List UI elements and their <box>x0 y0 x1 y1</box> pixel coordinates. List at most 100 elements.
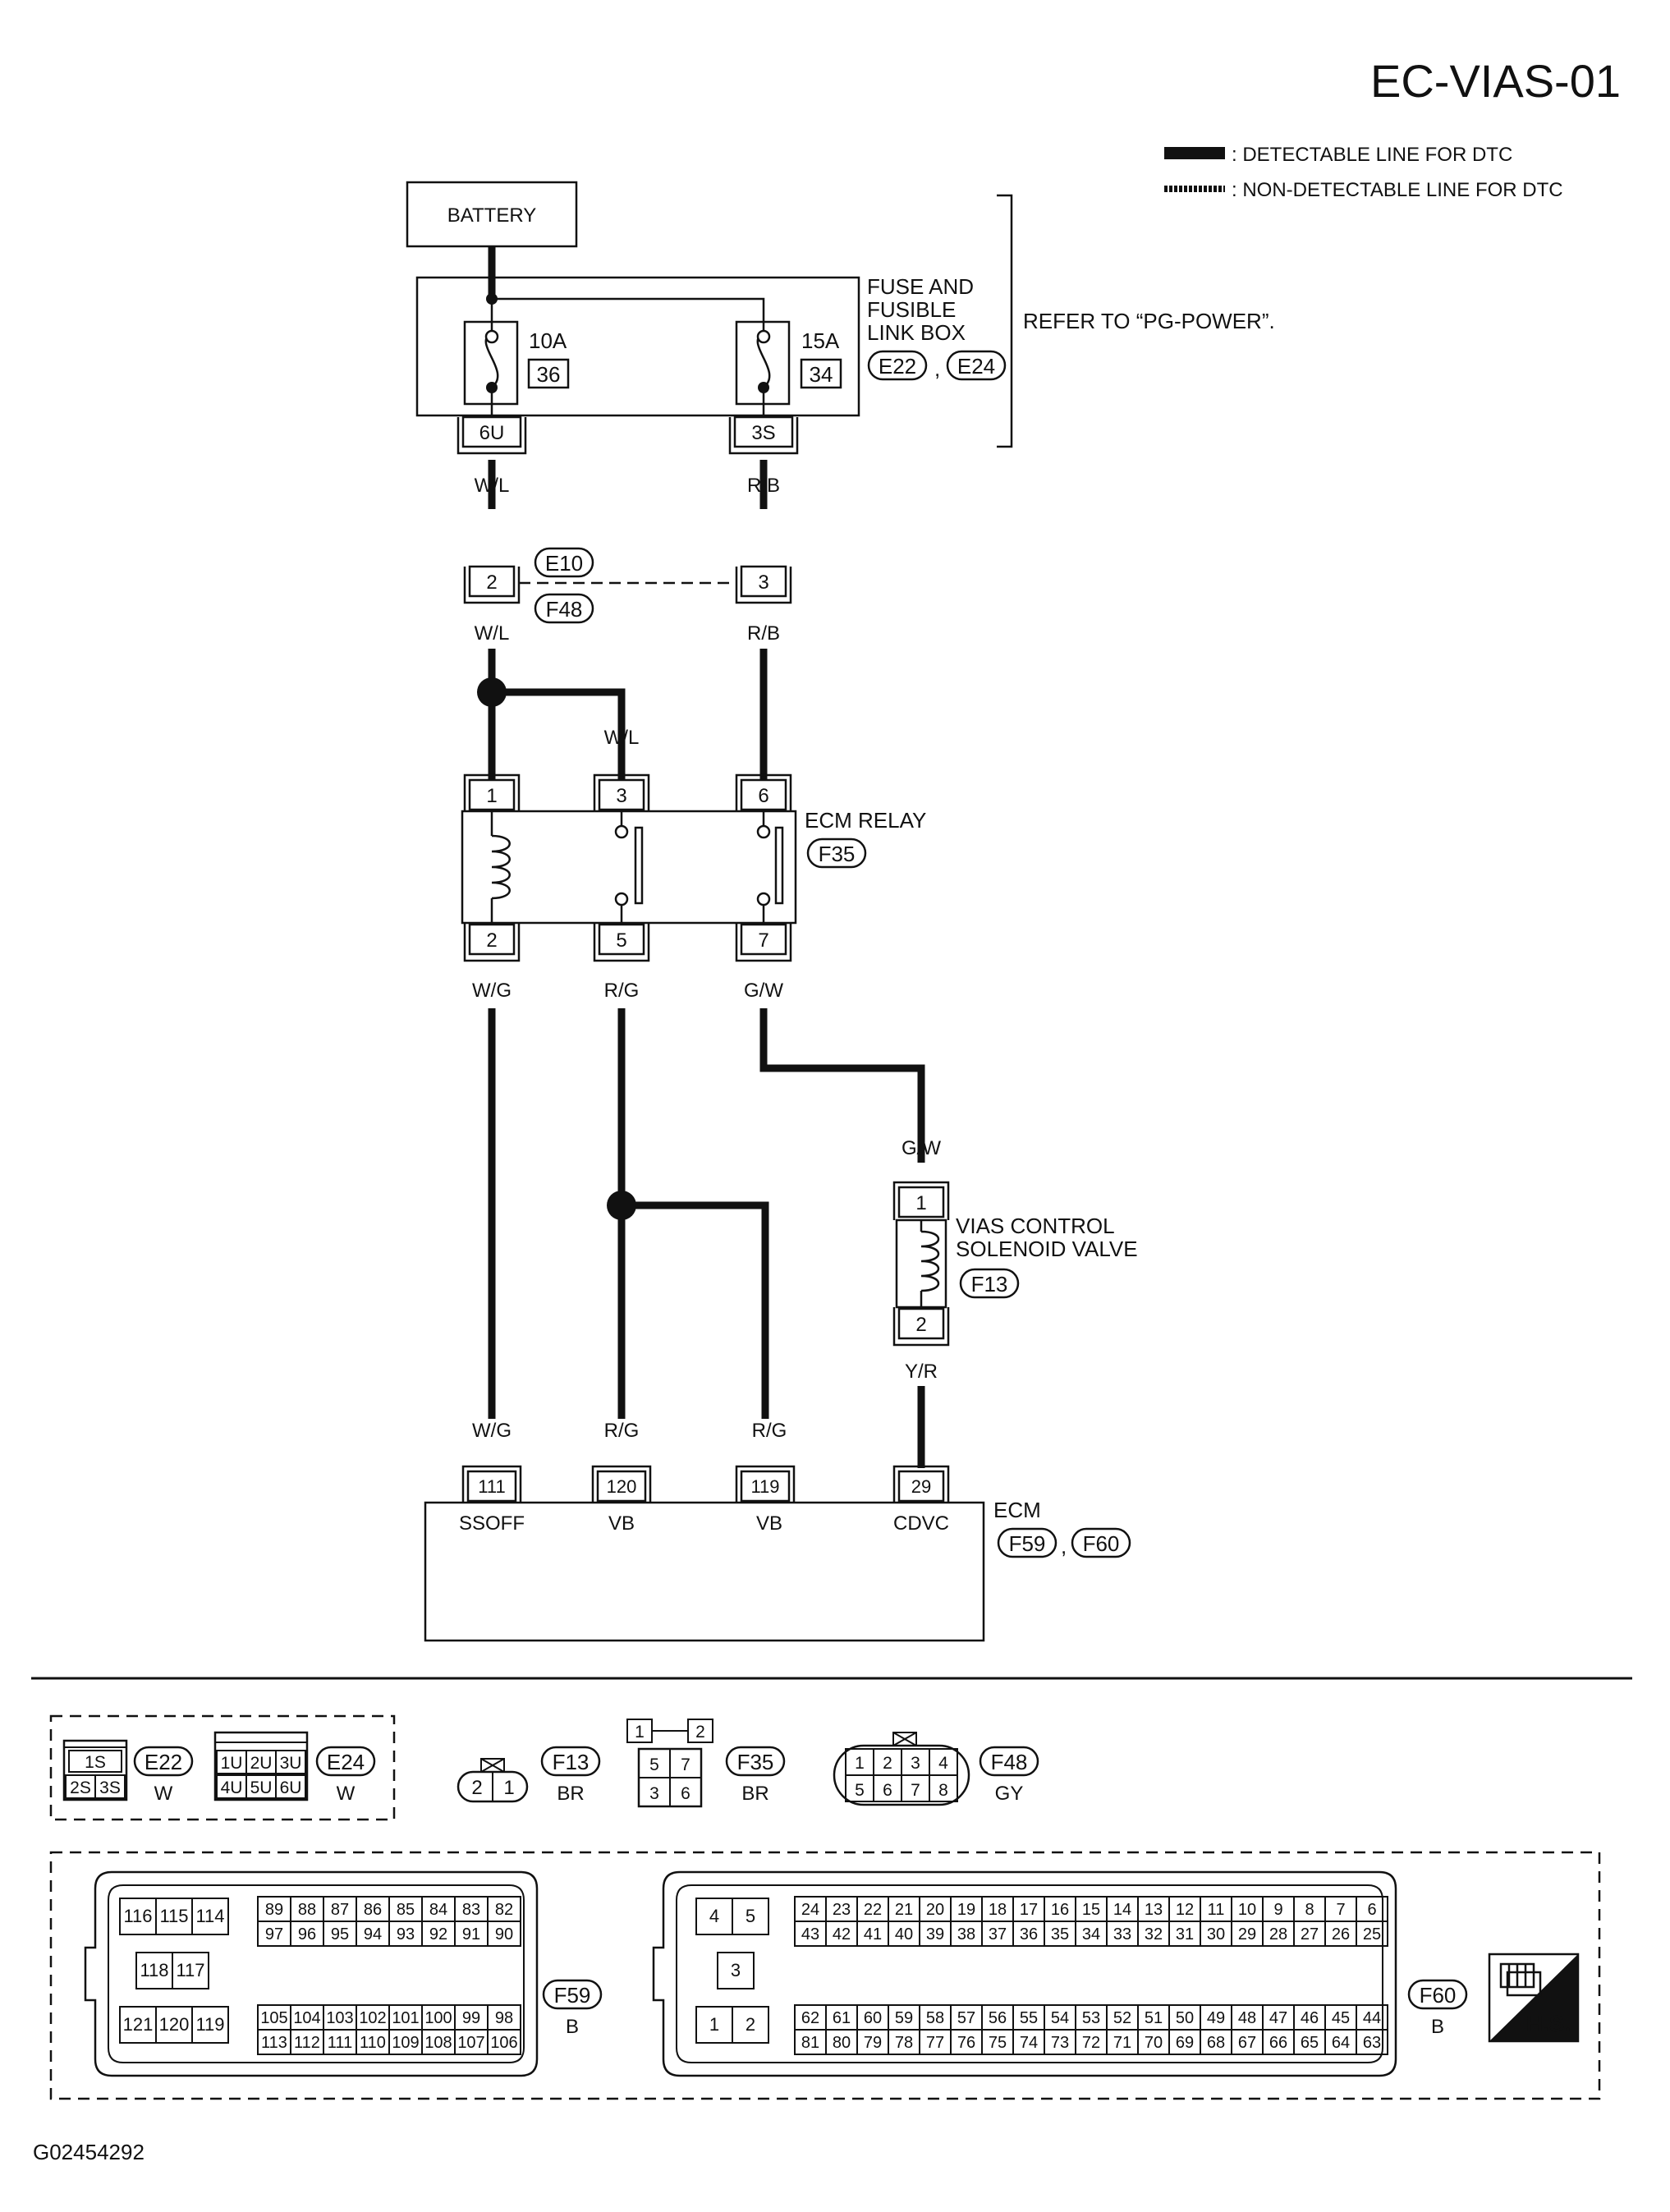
connector-view-f35: 1 2 5 7 3 6 F35 BR <box>626 1719 786 1808</box>
f60-pin-21: 21 <box>895 1901 913 1919</box>
terminal-6u: 6U <box>479 422 505 444</box>
f60-pin-40: 40 <box>895 1925 913 1944</box>
f60-pin-43: 43 <box>801 1925 819 1944</box>
f59-pin-113: 113 <box>261 2034 287 2052</box>
ecm-connector-f60: F60 <box>1083 1531 1120 1556</box>
joint-connector-f48: F48 <box>546 597 583 622</box>
f59-pin-102: 102 <box>359 2009 386 2027</box>
f59-pin-88: 88 <box>298 1901 316 1919</box>
fuse-34-number: 34 <box>810 362 833 387</box>
f60-pin-1: 1 <box>709 2014 719 2035</box>
f59-pin-120: 120 <box>159 2014 190 2035</box>
f59-pin-107: 107 <box>457 2034 484 2052</box>
f60-pin-73: 73 <box>1051 2034 1069 2052</box>
f59-id: F59 <box>554 1983 591 2008</box>
f59-pin-114: 114 <box>195 1906 224 1926</box>
f60-pin-81: 81 <box>801 2034 819 2052</box>
ecm-relay-label: ECM RELAY <box>805 808 926 833</box>
ecm-relay: 1 3 6 2 5 7 ECM RELAY F35 <box>461 773 926 962</box>
fuse-box-connectors-frame <box>49 1714 396 1821</box>
f60-pin-74: 74 <box>1020 2034 1038 2052</box>
f60-pin-6: 6 <box>1367 1901 1376 1919</box>
f59-pin-82: 82 <box>495 1901 513 1919</box>
f35-id: F35 <box>737 1750 774 1774</box>
f60-pin-10: 10 <box>1238 1901 1256 1919</box>
f35-pin-1: 1 <box>635 1723 645 1742</box>
f60-pin-14: 14 <box>1113 1901 1131 1919</box>
f60-pin-56: 56 <box>989 2009 1007 2027</box>
e24-pin-4u: 4U <box>221 1778 243 1797</box>
fuse-36-number: 36 <box>537 362 561 387</box>
relay-pin-6: 6 <box>758 785 768 807</box>
e24-color: W <box>337 1783 356 1805</box>
f60-pin-22: 22 <box>864 1901 882 1919</box>
f60-pin-7: 7 <box>1336 1901 1345 1919</box>
f60-pin-26: 26 <box>1332 1925 1350 1944</box>
f59-pin-96: 96 <box>298 1925 316 1944</box>
fuse-36-amp: 10A <box>529 328 567 353</box>
f60-pin-51: 51 <box>1145 2009 1163 2027</box>
connector-view-f13: 2 1 F13 BR <box>456 1746 601 1805</box>
fuse-box-label-line3: LINK BOX <box>867 320 966 345</box>
f60-pin-71: 71 <box>1113 2034 1131 2052</box>
joint-connector-e10: E10 <box>545 551 583 576</box>
f59-pin-89: 89 <box>265 1901 283 1919</box>
f60-pin-5-cell <box>732 1898 769 1935</box>
f59-pin-118: 118 <box>140 1960 168 1980</box>
connector-view-e22: 1S 2S 3S E22 W <box>62 1739 194 1805</box>
wire-label-rb-2: R/B <box>747 622 780 645</box>
ecm-pin-111: 111 <box>478 1476 505 1497</box>
f59-pin-92: 92 <box>429 1925 447 1944</box>
f60-pin-44: 44 <box>1363 2009 1381 2027</box>
f60-pin-27: 27 <box>1301 1925 1319 1944</box>
e22-id: E22 <box>145 1750 182 1774</box>
page-title: EC-VIAS-01 <box>1370 55 1621 107</box>
f60-pin-53: 53 <box>1082 2009 1100 2027</box>
f59-pin-97: 97 <box>265 1925 283 1944</box>
f60-pin-5: 5 <box>746 1906 755 1926</box>
f59-pin-93: 93 <box>397 1925 415 1944</box>
f60-pin-31: 31 <box>1176 1925 1194 1944</box>
f60-pin-19: 19 <box>957 1901 975 1919</box>
f60-pin-36: 36 <box>1020 1925 1038 1944</box>
f60-pin-58: 58 <box>926 2009 944 2027</box>
f13-color: BR <box>557 1783 584 1805</box>
valve-label-line2: SOLENOID VALVE <box>956 1237 1138 1261</box>
f59-pin-94: 94 <box>364 1925 382 1944</box>
f48-pin-4: 4 <box>938 1754 948 1773</box>
f60-pin-62: 62 <box>801 2009 819 2027</box>
ecm-term-ssoff: SSOFF <box>459 1512 525 1535</box>
f59-pin-87: 87 <box>331 1901 349 1919</box>
f60-pin-75: 75 <box>989 2034 1007 2052</box>
f60-pin-34: 34 <box>1082 1925 1100 1944</box>
ecm-relay-connector: F35 <box>819 842 856 866</box>
battery: BATTERY <box>406 181 578 248</box>
f35-pin-3: 3 <box>649 1784 659 1803</box>
ecm-connector-f59: F59 <box>1009 1531 1046 1556</box>
f60-pin-63: 63 <box>1363 2034 1381 2052</box>
f60-pin-68: 68 <box>1207 2034 1225 2052</box>
wire-label-rg-1: R/G <box>604 980 640 1002</box>
f60-pin-52: 52 <box>1113 2009 1131 2027</box>
f59-pin-104: 104 <box>293 2009 320 2027</box>
f60-pin-11: 11 <box>1208 1901 1225 1919</box>
f59-pin-90-cell <box>487 1921 521 1947</box>
f60-pin-32: 32 <box>1145 1925 1163 1944</box>
f48-pin-2: 2 <box>883 1754 892 1773</box>
f60-color: B <box>1431 2016 1444 2038</box>
harness-connector-icon <box>1499 1962 1542 1997</box>
f60-pin-70: 70 <box>1145 2034 1163 2052</box>
f59-pin-103: 103 <box>326 2009 353 2027</box>
f60-pin-45: 45 <box>1332 2009 1350 2027</box>
e24-pin-6u: 6U <box>280 1778 302 1797</box>
f35-pin-5: 5 <box>649 1755 659 1774</box>
f60-pin-42: 42 <box>833 1925 851 1944</box>
f59-pin-84: 84 <box>429 1901 447 1919</box>
ecm-pin-29: 29 <box>911 1476 931 1497</box>
ecm-connector-sep: , <box>1061 1534 1067 1558</box>
e24-pin-2u: 2U <box>250 1754 273 1773</box>
wire-label-gw-2: G/W <box>902 1137 941 1159</box>
e22-color: W <box>154 1783 173 1805</box>
wire-label-wl-3: W/L <box>604 727 640 749</box>
